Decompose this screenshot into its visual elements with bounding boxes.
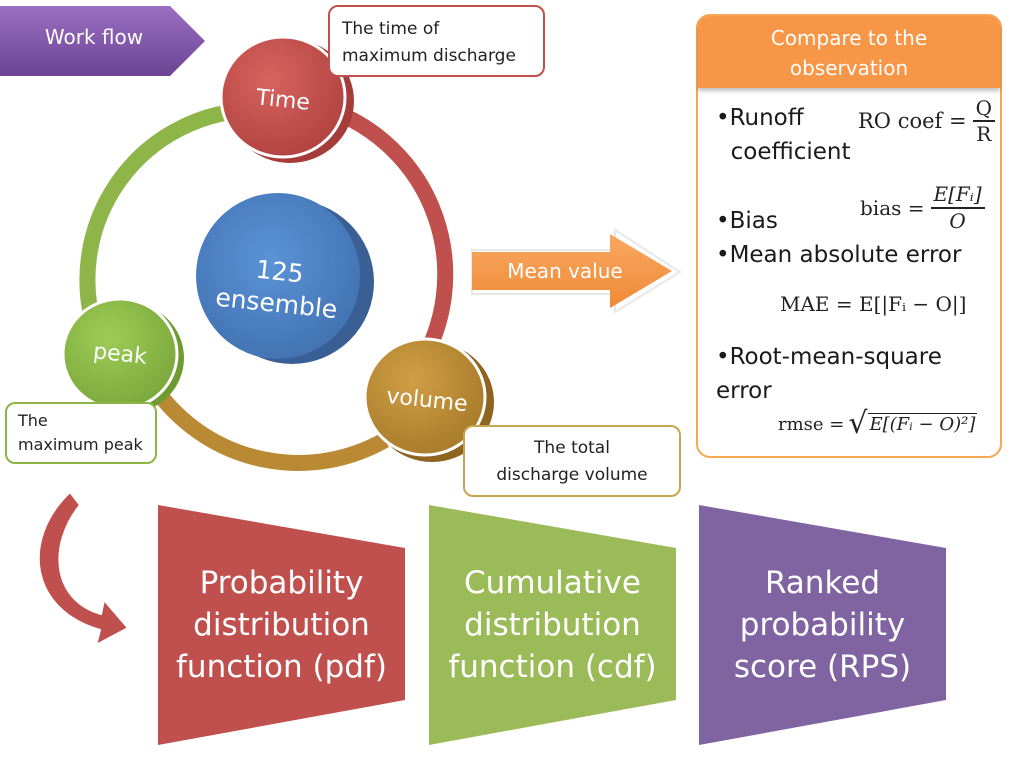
formula-bias: bias = E[Fᵢ] O <box>860 182 985 234</box>
compare-item-mae: •Mean absolute error <box>716 242 962 268</box>
formula-rmse-body: E[(Fᵢ − O)²] <box>867 413 978 435</box>
formula-ro-lhs: RO coef = <box>858 109 967 133</box>
formula-ro-den: R <box>976 122 992 146</box>
compare-panel <box>696 14 1002 458</box>
formula-bias-lhs: bias = <box>860 196 925 220</box>
formula-mae: MAE = E[|Fᵢ − O|] <box>780 292 967 316</box>
compare-item-runoff: •Runoff coefficient <box>716 105 851 165</box>
compare-item-rmse: •Root-mean-square error <box>716 344 942 404</box>
peak-node <box>61 297 184 414</box>
compare-item-bias: •Bias <box>716 208 778 234</box>
callout-time-text: The time of maximum discharge <box>342 19 516 66</box>
time-node <box>219 35 354 163</box>
compare-header: Compare to the observation <box>698 16 1000 88</box>
callout-volume-text: The total discharge volume <box>496 438 648 485</box>
score-pdf-shape <box>158 505 405 745</box>
formula-ro-coef: RO coef = Q R <box>858 96 995 146</box>
cycle-ring <box>79 102 454 471</box>
callout-peak-text: The maximum peak <box>18 411 143 454</box>
mean-value-arrow <box>471 228 682 314</box>
ring-arc-green <box>79 102 251 333</box>
score-pdf-label: Probability distribution function (pdf) <box>176 565 387 685</box>
formula-ro-num: Q <box>972 96 995 122</box>
score-rps-shape <box>699 505 946 745</box>
workflow-label: Work flow <box>44 25 144 49</box>
callout-volume: The total discharge volume <box>463 425 681 497</box>
score-cdf-label: Cumulative distribution function (cdf) <box>448 565 657 685</box>
callout-time: The time of maximum discharge <box>328 5 545 77</box>
ring-arc-red <box>327 102 454 370</box>
score-cdf-shape <box>429 505 676 745</box>
score-rps-label: Ranked probability score (RPS) <box>733 565 912 685</box>
curved-down-arrow <box>37 490 130 647</box>
callout-peak: The maximum peak <box>5 402 157 464</box>
mean-value-label: Mean value <box>507 259 623 283</box>
formula-bias-den: O <box>949 209 966 233</box>
formula-rmse-lhs: rmse = <box>778 413 845 435</box>
formula-rmse: rmse = √ E[(Fᵢ − O)²] <box>778 406 978 441</box>
workflow-tab <box>0 6 205 76</box>
formula-bias-num: E[Fᵢ] <box>930 182 985 209</box>
ring-arc-gold <box>153 390 389 471</box>
ensemble-node <box>196 193 374 364</box>
compare-title: Compare to the observation <box>770 26 928 80</box>
sqrt-icon: √ <box>848 406 868 441</box>
